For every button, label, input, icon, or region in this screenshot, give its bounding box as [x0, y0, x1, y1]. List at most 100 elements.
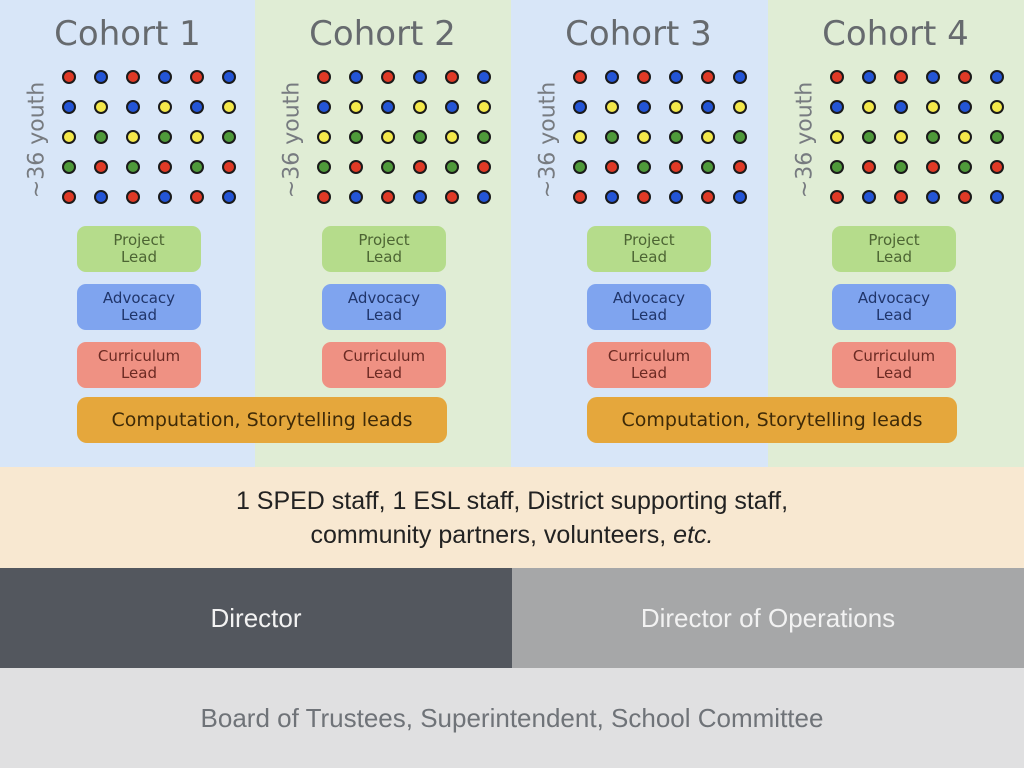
- youth-dot: [605, 70, 619, 84]
- advocacy-lead-box: Advocacy Lead: [322, 284, 446, 330]
- youth-count-label: ~36 youth: [792, 81, 818, 199]
- cohort-3-column: Cohort 3 ~36 youth Project Lead Advocacy…: [511, 0, 768, 467]
- youth-dot: [990, 190, 1004, 204]
- youth-dot: [637, 190, 651, 204]
- director-of-operations-box: Director of Operations: [512, 568, 1024, 668]
- youth-dot: [317, 70, 331, 84]
- curriculum-lead-label: Curriculum Lead: [342, 347, 426, 382]
- youth-dot: [222, 100, 236, 114]
- project-lead-label: Project Lead: [868, 231, 920, 266]
- youth-dot: [669, 70, 683, 84]
- youth-dot: [733, 160, 747, 174]
- youth-dot: [62, 190, 76, 204]
- youth-dot: [349, 70, 363, 84]
- cohort-title: Cohort 1: [54, 14, 201, 54]
- computation-storytelling-label: Computation, Storytelling leads: [111, 409, 413, 431]
- youth-dot: [830, 190, 844, 204]
- youth-dot: [733, 100, 747, 114]
- youth-dot: [733, 130, 747, 144]
- youth-dot: [62, 70, 76, 84]
- youth-dot: [317, 160, 331, 174]
- youth-dot: [894, 160, 908, 174]
- youth-dot: [990, 130, 1004, 144]
- youth-dot: [573, 130, 587, 144]
- curriculum-lead-label: Curriculum Lead: [852, 347, 936, 382]
- youth-dot: [894, 190, 908, 204]
- curriculum-lead-box: Curriculum Lead: [322, 342, 446, 388]
- youth-dot: [830, 160, 844, 174]
- youth-dot: [573, 70, 587, 84]
- director-label: Director: [210, 602, 302, 633]
- youth-dot: [381, 190, 395, 204]
- youth-dot: [190, 100, 204, 114]
- youth-dot: [413, 130, 427, 144]
- youth-dot: [477, 70, 491, 84]
- youth-dot: [381, 100, 395, 114]
- youth-dot: [862, 100, 876, 114]
- youth-dot: [958, 130, 972, 144]
- youth-dot: [126, 100, 140, 114]
- youth-dot: [733, 190, 747, 204]
- youth-dot: [413, 70, 427, 84]
- youth-dot: [830, 130, 844, 144]
- youth-count-label: ~36 youth: [279, 81, 305, 199]
- cohort-title: Cohort 2: [309, 14, 456, 54]
- youth-dot-grid: [317, 70, 507, 210]
- youth-dot: [669, 130, 683, 144]
- youth-dot: [862, 70, 876, 84]
- curriculum-lead-box: Curriculum Lead: [587, 342, 711, 388]
- advocacy-lead-label: Advocacy Lead: [857, 289, 931, 324]
- youth-dot: [190, 130, 204, 144]
- curriculum-lead-box: Curriculum Lead: [77, 342, 201, 388]
- youth-dot: [158, 70, 172, 84]
- youth-dot: [126, 190, 140, 204]
- supporting-staff-line-2: community partners, volunteers, etc.: [311, 518, 714, 552]
- curriculum-lead-label: Curriculum Lead: [607, 347, 691, 382]
- cohort-2-column: Cohort 2 ~36 youth Project Lead Advocacy…: [255, 0, 511, 467]
- director-of-operations-label: Director of Operations: [640, 602, 896, 633]
- youth-dot: [381, 130, 395, 144]
- youth-dot: [413, 100, 427, 114]
- youth-dot: [926, 130, 940, 144]
- youth-dot: [894, 100, 908, 114]
- youth-dot: [349, 160, 363, 174]
- youth-dot: [990, 100, 1004, 114]
- youth-dot: [573, 100, 587, 114]
- youth-dot: [94, 190, 108, 204]
- youth-dot: [605, 100, 619, 114]
- youth-dot-grid: [62, 70, 252, 210]
- youth-dot: [669, 190, 683, 204]
- cohort-title: Cohort 3: [565, 14, 712, 54]
- youth-dot: [349, 190, 363, 204]
- project-lead-box: Project Lead: [587, 226, 711, 272]
- youth-dot: [958, 70, 972, 84]
- youth-dot: [926, 70, 940, 84]
- youth-dot: [637, 160, 651, 174]
- youth-dot: [958, 160, 972, 174]
- youth-dot: [222, 70, 236, 84]
- youth-dot: [62, 100, 76, 114]
- youth-dot: [381, 70, 395, 84]
- youth-dot: [413, 190, 427, 204]
- youth-dot: [349, 100, 363, 114]
- curriculum-lead-box: Curriculum Lead: [832, 342, 956, 388]
- project-lead-label: Project Lead: [623, 231, 675, 266]
- youth-dot: [990, 70, 1004, 84]
- youth-dot: [477, 160, 491, 174]
- youth-dot: [190, 190, 204, 204]
- youth-dot: [413, 160, 427, 174]
- advocacy-lead-box: Advocacy Lead: [77, 284, 201, 330]
- youth-dot: [94, 160, 108, 174]
- youth-dot: [669, 160, 683, 174]
- youth-dot: [637, 100, 651, 114]
- youth-dot: [926, 160, 940, 174]
- youth-dot: [94, 130, 108, 144]
- youth-dot: [126, 160, 140, 174]
- youth-dot: [862, 190, 876, 204]
- youth-count-label: ~36 youth: [24, 81, 50, 199]
- youth-dot-grid: [573, 70, 763, 210]
- computation-storytelling-label: Computation, Storytelling leads: [621, 409, 923, 431]
- youth-dot: [158, 130, 172, 144]
- youth-dot: [158, 190, 172, 204]
- youth-dot: [381, 160, 395, 174]
